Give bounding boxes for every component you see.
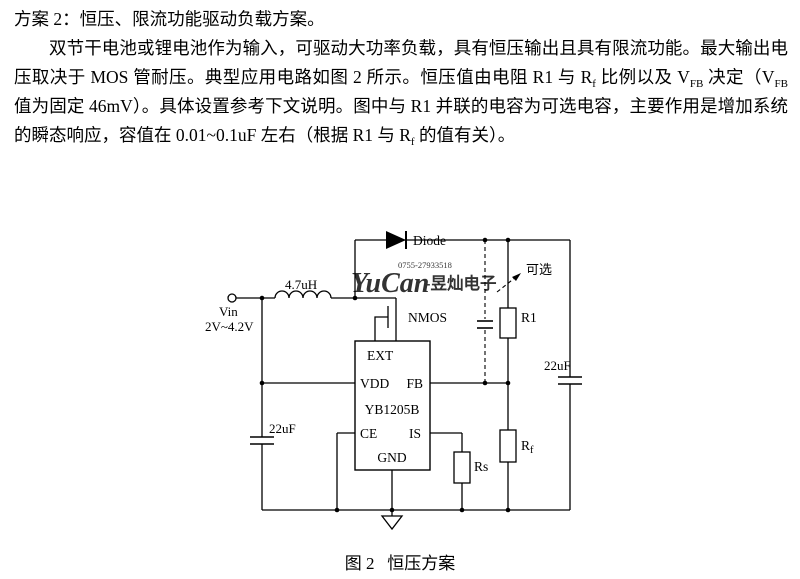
junction-dot	[259, 295, 265, 301]
junction-dot	[505, 380, 511, 386]
figure-caption: 图 2 恒压方案	[344, 554, 456, 573]
junction-dot	[505, 237, 511, 243]
inductor-symbol: 4.7uH	[274, 277, 332, 299]
nmos-symbol: NMOS	[374, 298, 447, 341]
diode-label: Diode	[413, 233, 446, 248]
para-segment: 的值有关）。	[414, 125, 516, 145]
chip-pin-gnd: GND	[377, 450, 406, 465]
body-paragraph: 双节干电池或锂电池作为输入，可驱动大功率负载，具有恒压输出且具有限流功能。最大输…	[14, 34, 788, 150]
resistor-rs: Rs	[453, 451, 488, 484]
optional-label-group: 可选	[496, 262, 552, 293]
chip-pin-ce: CE	[360, 426, 377, 441]
capacitor-output: 22uF	[544, 358, 582, 385]
resistor-r1: R1	[499, 307, 537, 339]
diode-symbol: Diode	[386, 231, 446, 249]
watermark-brand: YuCan	[351, 268, 429, 299]
chip-name: YB1205B	[365, 402, 420, 417]
resistor-rs-label: Rs	[474, 459, 488, 474]
para-subscript: f	[592, 78, 596, 90]
junction-dot	[334, 507, 340, 513]
junction-dot	[482, 380, 488, 386]
resistor-rf: Rf	[499, 429, 534, 463]
para-segment: 决定（V	[703, 67, 775, 87]
ground-triangle	[380, 515, 404, 531]
inductor-coil	[274, 290, 332, 299]
vin-label: Vin	[219, 304, 238, 319]
nmos-label: NMOS	[408, 310, 447, 325]
chip-pin-ext: EXT	[367, 348, 394, 363]
watermark-brand-cn: -昱灿电子	[425, 273, 497, 293]
junction-dot	[459, 507, 465, 513]
ground-symbol	[380, 515, 404, 531]
para-subscript: FB	[774, 78, 789, 90]
chip-yb1205b: EXT VDD FB YB1205B CE IS GND	[354, 340, 431, 471]
capacitor-input: 22uF	[250, 421, 296, 445]
watermark: 0755-27933518 YuCan -昱灿电子	[351, 260, 497, 299]
junction-dot	[259, 380, 265, 386]
junction-dot	[505, 507, 511, 513]
capacitor-input-label: 22uF	[269, 421, 296, 436]
chip-pin-is: IS	[409, 426, 421, 441]
resistor-rs-body	[453, 451, 471, 484]
vin-range-label: 2V~4.2V	[205, 319, 254, 334]
junction-dot	[482, 237, 488, 243]
vin-terminal: Vin 2V~4.2V	[205, 293, 254, 334]
junction-dot	[389, 507, 395, 513]
resistor-r1-label: R1	[521, 310, 537, 325]
watermark-phone: 0755-27933518	[398, 260, 452, 270]
optional-arrow-head	[512, 273, 521, 281]
optional-arrow-line	[496, 276, 517, 293]
chip-pin-vdd: VDD	[360, 376, 389, 391]
junction-dot	[352, 295, 358, 301]
section-title: 方案 2：恒压、限流功能驱动负载方案。	[14, 9, 325, 29]
para-segment: 值为固定 46mV）。具体设置参考下文说明。图中与 R1 并联的电容为可选电容，…	[14, 96, 788, 145]
resistor-rf-body	[499, 429, 517, 463]
para-segment: 比例以及 V	[595, 67, 690, 87]
vin-node	[227, 293, 237, 303]
para-segment: 双节干电池或锂电池作为输入，可驱动大功率负载，具有恒压输出且具有限流功能。最大输…	[14, 38, 788, 87]
para-subscript: f	[410, 136, 415, 148]
optional-capacitor	[477, 240, 493, 383]
chip-body	[354, 340, 431, 471]
para-subscript: FB	[689, 78, 704, 90]
capacitor-output-label: 22uF	[544, 358, 571, 373]
body-text: 方案 2：恒压、限流功能驱动负载方案。 双节干电池或锂电池作为输入，可驱动大功率…	[14, 5, 788, 150]
resistor-rf-label: Rf	[521, 438, 534, 456]
diode-anode-triangle	[386, 231, 406, 249]
junction-dots	[259, 237, 511, 513]
chip-pin-fb: FB	[406, 376, 423, 391]
inductor-label: 4.7uH	[285, 277, 317, 292]
optional-label: 可选	[526, 262, 552, 277]
nmos-gate-lead	[374, 316, 388, 341]
resistor-r1-body	[499, 307, 517, 339]
